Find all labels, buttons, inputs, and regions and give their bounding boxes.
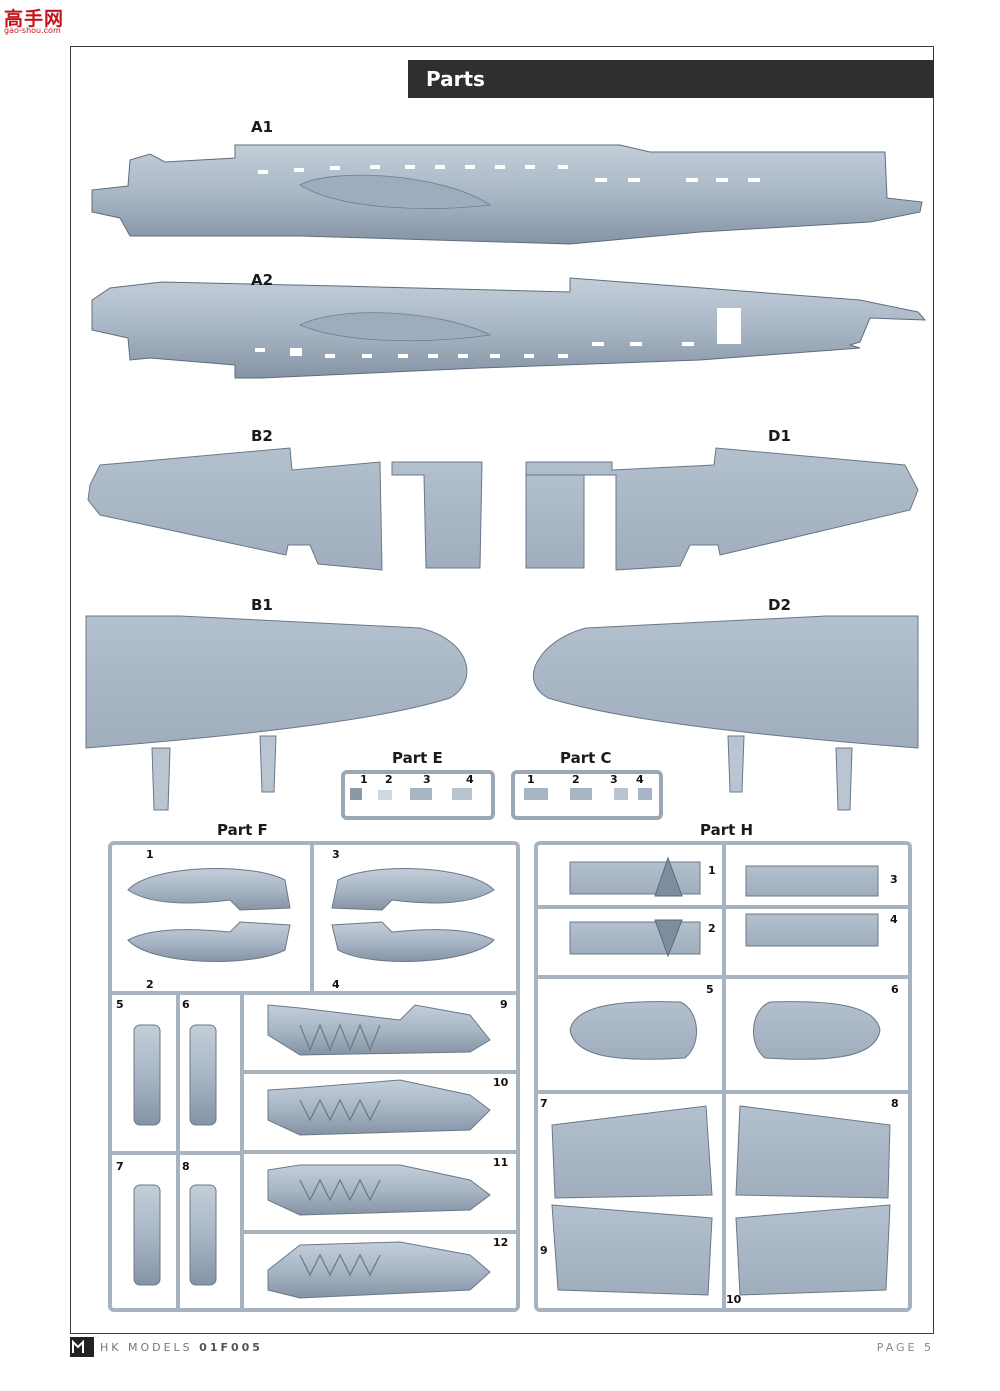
sprue-part-h	[534, 841, 912, 1312]
part-h-number: 3	[890, 873, 898, 886]
part-f-number: 7	[116, 1160, 124, 1173]
part-f-number: 5	[116, 998, 124, 1011]
footer-brand-name: HK MODELS	[100, 1341, 193, 1354]
fuselage-a1	[91, 144, 923, 245]
footer-product-code: 01F005	[199, 1341, 263, 1354]
part-c-number: 3	[610, 773, 618, 786]
label-part-h: Part H	[700, 821, 754, 839]
part-e-number: 3	[423, 773, 431, 786]
label-part-f: Part F	[217, 821, 268, 839]
part-h-number: 7	[540, 1097, 548, 1110]
part-c-number: 1	[527, 773, 535, 786]
wing-b2	[87, 447, 483, 571]
header-banner: Parts	[408, 60, 934, 98]
watermark-logo: 高手网 gao-shou.com	[4, 4, 68, 35]
part-c-number: 2	[572, 773, 580, 786]
part-f-number: 3	[332, 848, 340, 861]
page-frame	[70, 46, 934, 1334]
part-h-number: 6	[891, 983, 899, 996]
part-h-number: 1	[708, 864, 716, 877]
label-d1: D1	[768, 427, 791, 445]
label-part-e: Part E	[392, 749, 443, 767]
part-f-number: 1	[146, 848, 154, 861]
part-h-parts	[551, 861, 891, 1296]
part-f-number: 10	[493, 1076, 509, 1089]
wing-d2	[532, 615, 919, 811]
sprue-part-c	[511, 770, 663, 820]
footer-brand: HK MODELS 01F005	[100, 1341, 263, 1354]
part-f-number: 6	[182, 998, 190, 1011]
part-f-number: 4	[332, 978, 340, 991]
part-e-number: 4	[466, 773, 474, 786]
sprue-part-f	[108, 841, 520, 1312]
sprue-part-e	[341, 770, 495, 820]
label-part-c: Part C	[560, 749, 612, 767]
part-h-number: 4	[890, 913, 898, 926]
page-title: Parts	[426, 67, 485, 91]
part-f-number: 11	[493, 1156, 509, 1169]
part-f-engine-cowlings	[127, 868, 495, 1286]
part-e-number: 2	[385, 773, 393, 786]
watermark-url: gao-shou.com	[4, 26, 61, 35]
part-h-number: 2	[708, 922, 716, 935]
part-f-number: 8	[182, 1160, 190, 1173]
part-h-number: 5	[706, 983, 714, 996]
fuselage-a2	[91, 277, 927, 379]
label-d2: D2	[768, 596, 791, 614]
part-h-number: 10	[726, 1293, 742, 1306]
label-b1: B1	[251, 596, 273, 614]
label-a1: A1	[251, 118, 274, 136]
part-h-number: 9	[540, 1244, 548, 1257]
part-e-number: 1	[360, 773, 368, 786]
wing-b1	[85, 615, 468, 811]
label-b2: B2	[251, 427, 273, 445]
wing-d1	[525, 447, 919, 571]
watermark-text: 高手网	[4, 8, 65, 30]
part-f-number: 9	[500, 998, 508, 1011]
part-c-number: 4	[636, 773, 644, 786]
label-a2: A2	[251, 271, 274, 289]
part-f-nacelle-frames	[299, 1023, 381, 1277]
part-h-number: 8	[891, 1097, 899, 1110]
part-h-spinners	[654, 856, 683, 958]
hk-models-logo-icon	[70, 1337, 94, 1357]
part-f-number: 12	[493, 1236, 509, 1249]
footer-page-number: PAGE 5	[876, 1341, 934, 1354]
part-f-nacelles	[267, 1004, 491, 1299]
part-f-number: 2	[146, 978, 154, 991]
